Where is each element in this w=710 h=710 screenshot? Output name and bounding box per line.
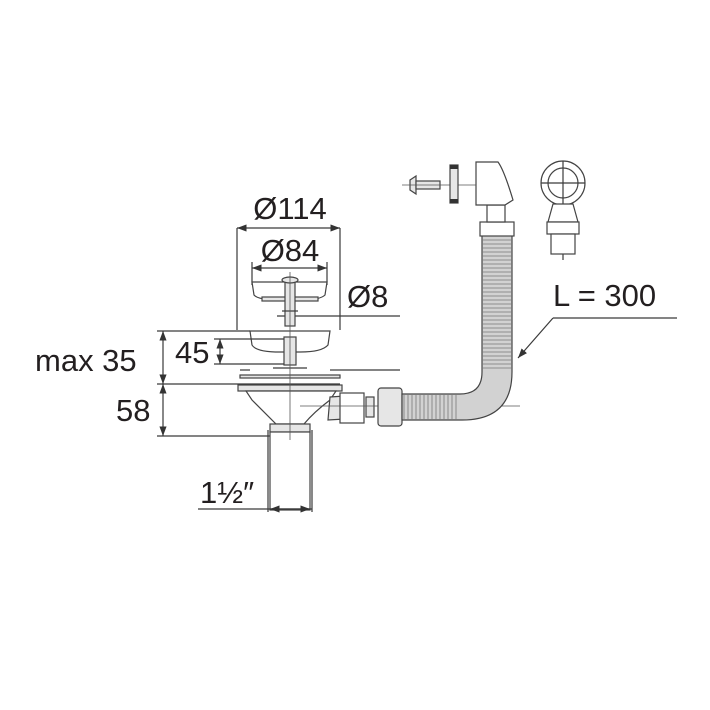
label-rod-diameter: Ø8 [347,279,388,314]
dim-vertical: max 35 45 58 [35,330,400,437]
label-outlet-size: 1½″ [200,475,254,510]
strainer-basket [251,276,328,327]
dim-hose-length: L = 300 [517,278,677,359]
overflow-side-view [540,160,586,260]
overflow-washer [449,164,459,204]
dim-rod-diameter: Ø8 [277,279,400,317]
dim-basket-diameter: Ø84 [251,233,328,285]
dim-outer-diameter: Ø114 [236,191,341,330]
label-max-thickness: max 35 [35,343,137,378]
label-outer-diameter: Ø114 [253,191,327,226]
label-basket-diameter: Ø84 [261,233,320,268]
label-stroke: 45 [175,335,209,370]
overflow-screw [402,174,476,196]
label-body-height: 58 [116,393,150,428]
overflow-hose [377,161,515,427]
label-hose-length: L = 300 [553,278,656,313]
tailpipe: 1½″ [198,430,313,513]
strainer-body [237,384,375,433]
